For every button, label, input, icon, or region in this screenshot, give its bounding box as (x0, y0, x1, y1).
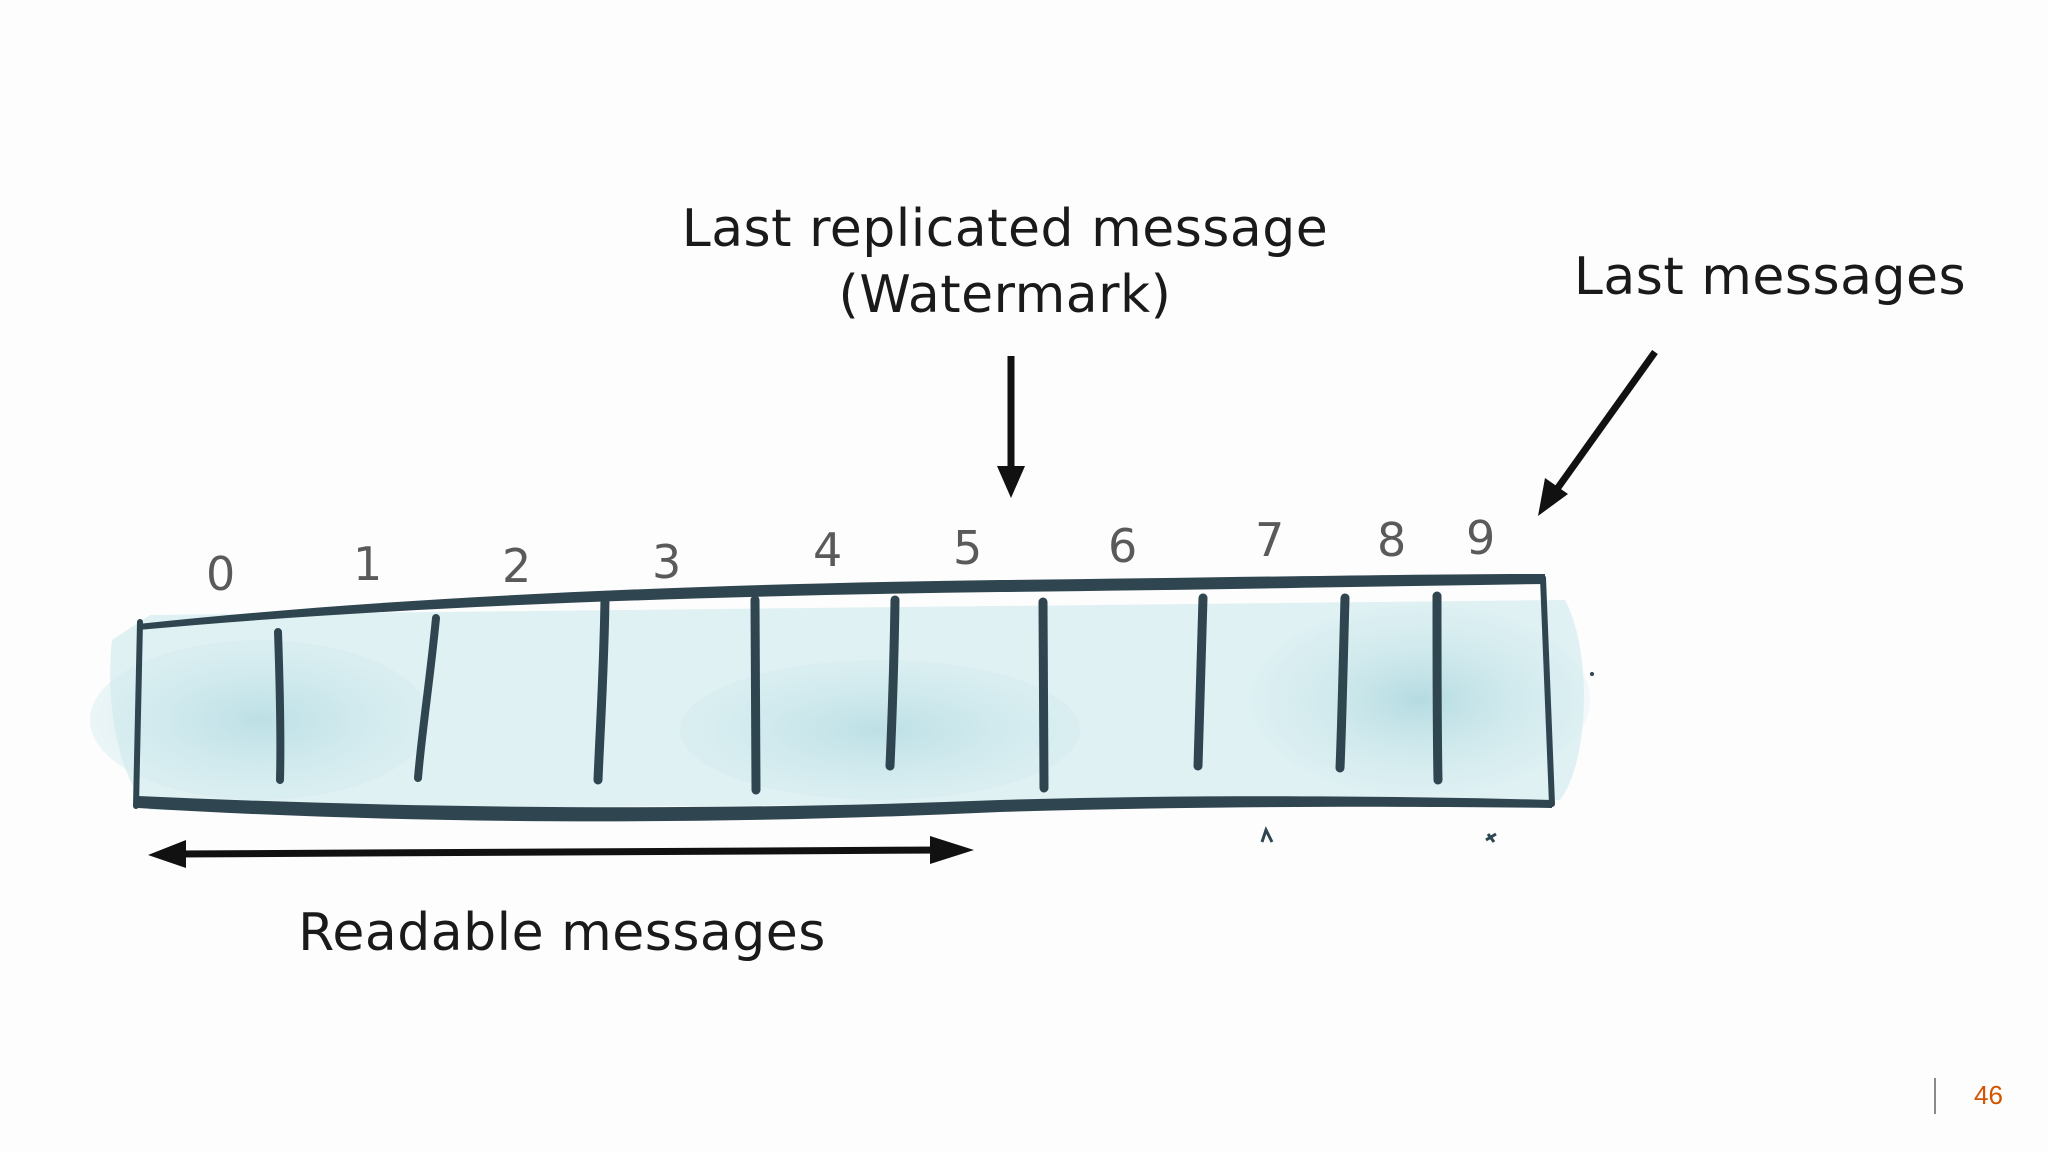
offset-label-1: 1 (353, 537, 382, 591)
log-wash-blob (90, 640, 430, 800)
log-wash-blob (1250, 605, 1590, 795)
log-left-edge (133, 619, 143, 809)
readable-range-arrowhead-right (930, 836, 974, 864)
readable-range-arrow (174, 846, 946, 858)
offset-label-7: 7 (1255, 513, 1284, 567)
cell-divider (274, 628, 285, 784)
last-messages-arrow (1549, 349, 1658, 499)
cell-divider (1335, 593, 1350, 773)
page-number: 46 (1974, 1080, 2003, 1110)
cell-divider (885, 595, 900, 771)
readable-range-arrowhead-left (148, 840, 186, 868)
offset-label-3: 3 (652, 535, 681, 589)
page-number-divider (1934, 1078, 1936, 1114)
offset-label-2: 2 (502, 539, 531, 593)
watermark-label-line1: Last replicated message (682, 199, 1329, 259)
log-bottom-edge (138, 796, 1552, 822)
watermark-arrowhead (997, 466, 1025, 498)
offset-label-0: 0 (206, 547, 235, 601)
offset-label-9: 9 (1466, 511, 1495, 565)
log-right-edge (1540, 575, 1555, 807)
cell-divider (750, 595, 761, 795)
readable-messages-label: Readable messages (298, 903, 826, 963)
log-wash-blob (680, 660, 1080, 800)
log-top-edge (138, 574, 1545, 630)
cell-divider (414, 614, 440, 782)
last-messages-arrowhead (1538, 478, 1568, 516)
watermark-label-line2: (Watermark) (839, 265, 1172, 325)
offset-labels: 0 1 2 3 4 5 6 7 8 9 (206, 511, 1495, 601)
cell-divider (1193, 593, 1208, 771)
cell-divider (1038, 597, 1049, 793)
cell-divider (593, 593, 610, 785)
offset-label-8: 8 (1377, 513, 1406, 567)
last-messages-label: Last messages (1574, 247, 1966, 307)
offset-label-4: 4 (813, 523, 842, 577)
log-cell-dividers (274, 591, 1443, 795)
offset-label-5: 5 (953, 521, 982, 575)
cell-divider (1432, 591, 1443, 785)
stray-mark (1260, 826, 1274, 843)
stray-mark (1485, 832, 1497, 843)
offset-label-6: 6 (1108, 519, 1137, 573)
stray-dot (1590, 672, 1594, 676)
